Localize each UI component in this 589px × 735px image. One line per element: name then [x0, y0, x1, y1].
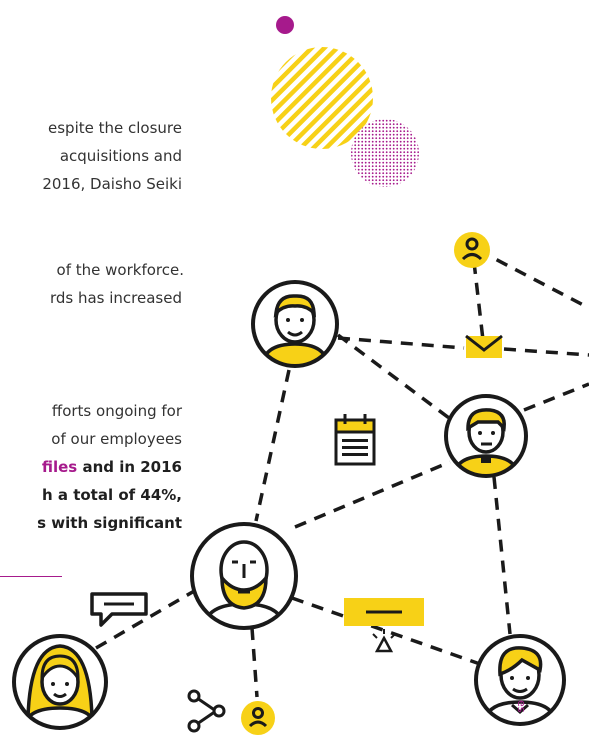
paragraph-3-line-2: of our employees — [51, 430, 182, 448]
envelope-icon — [465, 334, 503, 358]
chat-bubble-icon — [90, 592, 148, 627]
network-connections — [95, 248, 589, 698]
paragraph-3-line-5: s with significant — [37, 514, 182, 532]
paragraph-2-line-1: of the workforce. — [56, 261, 184, 279]
avatar-right — [444, 394, 528, 478]
paragraph-3-line-4: h a total of 44%, — [41, 486, 182, 504]
paragraph-2-line-2: rds has increased — [49, 289, 182, 307]
paragraph-1-line-2: acquisitions and — [59, 147, 182, 165]
decor-stripe-circle — [271, 47, 373, 149]
avatar-bottom-left — [12, 634, 108, 730]
paragraph-3-line-3-rest: and in 2016 — [77, 458, 182, 476]
user-pin-icon-top — [454, 232, 490, 268]
decor-dotted-circle — [351, 119, 419, 187]
paragraph-3-line-1: fforts ongoing for — [51, 402, 182, 420]
decor-dot — [276, 16, 294, 34]
side-label: es — [515, 700, 528, 713]
share-icon — [187, 689, 226, 733]
highlight-files: files — [41, 458, 78, 476]
avatar-center — [190, 522, 298, 630]
avatar-bottom-right — [474, 634, 566, 726]
paragraph-1-line-1: espite the closure — [48, 119, 182, 137]
user-pin-icon-bottom — [241, 701, 275, 735]
paragraph-1-line-3: 2016, Daisho Seiki — [42, 175, 182, 193]
avatar-top-left — [251, 280, 339, 368]
cursor-click-icon — [344, 598, 424, 653]
section-divider — [0, 576, 62, 577]
paragraph-3-line-3: files and in 2016 — [42, 456, 182, 478]
calendar-icon — [334, 414, 376, 466]
